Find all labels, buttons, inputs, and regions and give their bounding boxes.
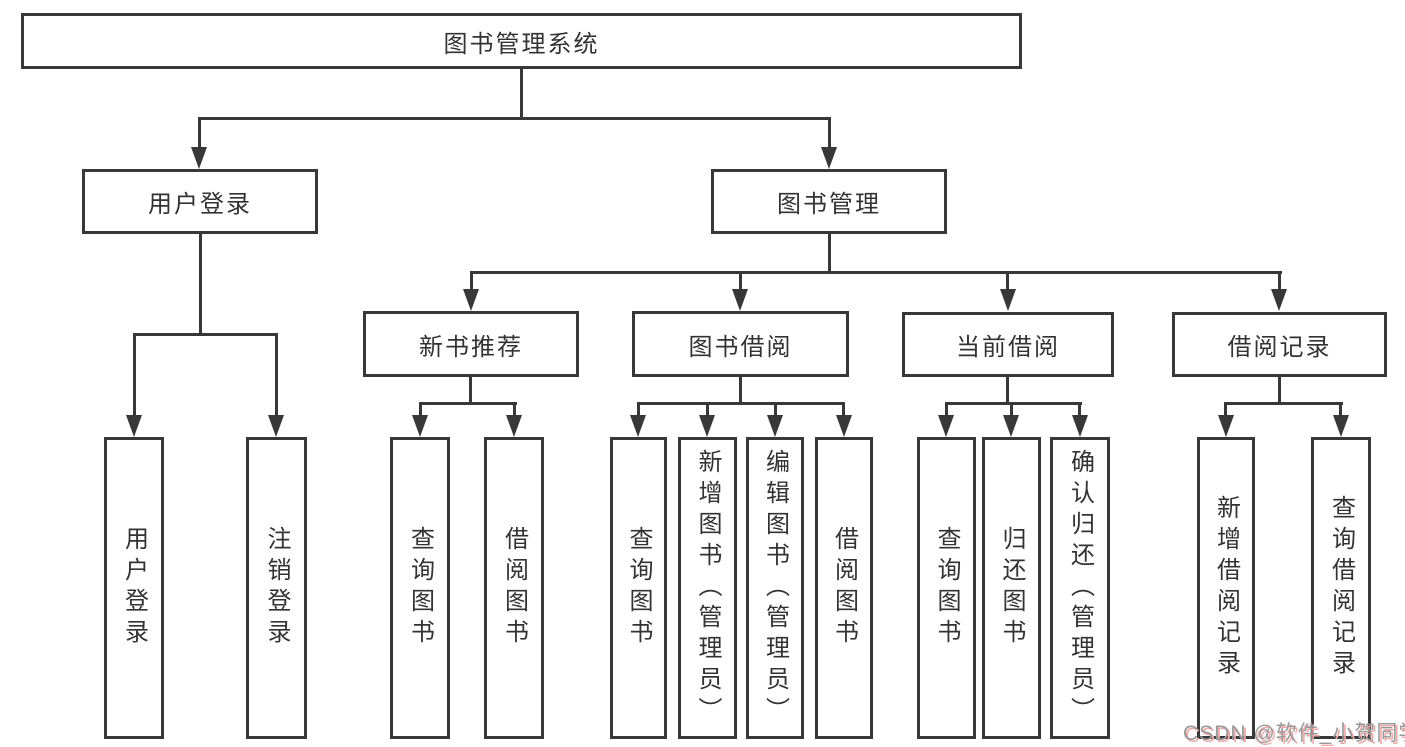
arrow-book-borrow-leaf3 bbox=[767, 415, 783, 437]
edge-level2-hline bbox=[470, 271, 1282, 274]
edge-borrow-records-stem bbox=[1278, 377, 1281, 404]
edge-new-book-leaf1 bbox=[419, 402, 422, 416]
arrow-to-new-book bbox=[463, 289, 479, 311]
edge-book-borrow-stem bbox=[739, 377, 742, 404]
watermark: CSDN @软件_小贺同学 bbox=[1183, 722, 1405, 745]
arrow-current-borrow-leaf1 bbox=[938, 415, 954, 437]
arrow-book-borrow-leaf1 bbox=[630, 415, 646, 437]
edge-borrow-records-leaf1 bbox=[1224, 402, 1227, 416]
arrow-book-borrow-leaf2 bbox=[699, 415, 715, 437]
edge-book-borrow-leaf1 bbox=[637, 402, 640, 416]
leaf-query-books-recommend: 查询图书 bbox=[390, 437, 450, 739]
edge-book-mgmt-stem bbox=[828, 234, 831, 274]
leaf-logout: 注销登录 bbox=[246, 437, 307, 739]
node-book-mgmt-label: 图书管理 bbox=[777, 191, 881, 218]
edge-book-borrow-leaf3 bbox=[774, 402, 777, 416]
arrow-current-borrow-leaf3 bbox=[1072, 415, 1088, 437]
arrow-book-borrow-leaf4 bbox=[836, 415, 852, 437]
edge-new-book-leaf2 bbox=[513, 402, 516, 416]
edge-to-user-login bbox=[198, 117, 201, 148]
node-book-borrow-label: 图书借阅 bbox=[688, 333, 793, 361]
arrow-to-book-borrow bbox=[732, 289, 748, 311]
edge-current-borrow-hline bbox=[945, 402, 1082, 405]
edge-current-borrow-leaf2 bbox=[1010, 402, 1013, 416]
leaf-query-borrow-record: 查询借阅记录 bbox=[1311, 437, 1371, 739]
arrow-borrow-records-leaf2 bbox=[1333, 415, 1349, 437]
arrow-to-current-borrow bbox=[1000, 289, 1016, 311]
arrow-to-book-mgmt bbox=[821, 147, 837, 169]
node-current-borrow: 当前借阅 bbox=[902, 312, 1114, 377]
edge-book-borrow-leaf2 bbox=[706, 402, 709, 416]
node-book-mgmt: 图书管理 bbox=[711, 169, 947, 234]
node-new-book-recommend-label: 新书推荐 bbox=[419, 333, 523, 361]
arrow-to-borrow-records bbox=[1271, 289, 1287, 311]
edge-to-book-borrow bbox=[739, 271, 742, 291]
arrow-to-leaf-logout bbox=[268, 415, 284, 437]
edge-book-borrow-leaf4 bbox=[842, 402, 845, 416]
arrow-current-borrow-leaf2 bbox=[1003, 415, 1019, 437]
node-root: 图书管理系统 bbox=[21, 13, 1022, 69]
edge-to-new-book bbox=[470, 271, 473, 291]
arrow-new-book-leaf2 bbox=[506, 415, 522, 437]
leaf-add-borrow-record: 新增借阅记录 bbox=[1197, 437, 1255, 739]
leaf-query-books-current: 查询图书 bbox=[917, 437, 976, 739]
leaf-add-books-admin: 新增图书（管理员） bbox=[678, 437, 737, 739]
node-borrow-records-label: 借阅记录 bbox=[1227, 334, 1332, 361]
edge-root-stem bbox=[520, 68, 523, 119]
arrow-borrow-records-leaf1 bbox=[1218, 415, 1234, 437]
edge-to-leaf-logout bbox=[275, 333, 278, 415]
edge-new-book-stem bbox=[469, 377, 472, 404]
node-new-book-recommend: 新书推荐 bbox=[363, 311, 579, 377]
edge-user-login-hline bbox=[133, 333, 278, 336]
edge-to-borrow-records bbox=[1278, 271, 1281, 291]
edge-user-login-stem bbox=[199, 234, 202, 335]
edge-borrow-records-hline bbox=[1224, 402, 1343, 405]
leaf-borrow-books: 借阅图书 bbox=[815, 437, 873, 739]
arrow-new-book-leaf1 bbox=[412, 415, 428, 437]
leaf-query-books-borrow: 查询图书 bbox=[610, 437, 667, 739]
node-borrow-records: 借阅记录 bbox=[1172, 312, 1387, 377]
leaf-return-books: 归还图书 bbox=[982, 437, 1041, 739]
node-current-borrow-label: 当前借阅 bbox=[956, 334, 1060, 361]
edge-borrow-records-leaf2 bbox=[1339, 402, 1342, 416]
edge-new-book-hline bbox=[419, 402, 517, 405]
leaf-user-login: 用户登录 bbox=[104, 437, 164, 739]
node-user-login: 用户登录 bbox=[82, 169, 318, 234]
edge-level1-hline bbox=[198, 117, 831, 120]
arrow-to-leaf-user-login bbox=[126, 415, 142, 437]
arrow-to-user-login bbox=[191, 147, 207, 169]
leaf-edit-books-admin: 编辑图书（管理员） bbox=[746, 437, 804, 739]
edge-to-book-mgmt bbox=[828, 117, 831, 148]
edge-current-borrow-leaf3 bbox=[1078, 402, 1081, 416]
edge-to-current-borrow bbox=[1006, 271, 1009, 291]
edge-to-leaf-user-login bbox=[133, 333, 136, 415]
node-book-borrow: 图书借阅 bbox=[632, 311, 849, 377]
leaf-confirm-return-admin: 确认归还（管理员） bbox=[1050, 437, 1110, 739]
node-user-login-label: 用户登录 bbox=[148, 191, 252, 218]
edge-current-borrow-leaf1 bbox=[945, 402, 948, 416]
leaf-borrow-books-recommend: 借阅图书 bbox=[484, 437, 544, 739]
node-root-label: 图书管理系统 bbox=[443, 30, 600, 58]
edge-book-borrow-hline bbox=[637, 402, 845, 405]
edge-current-borrow-stem bbox=[1006, 377, 1009, 404]
